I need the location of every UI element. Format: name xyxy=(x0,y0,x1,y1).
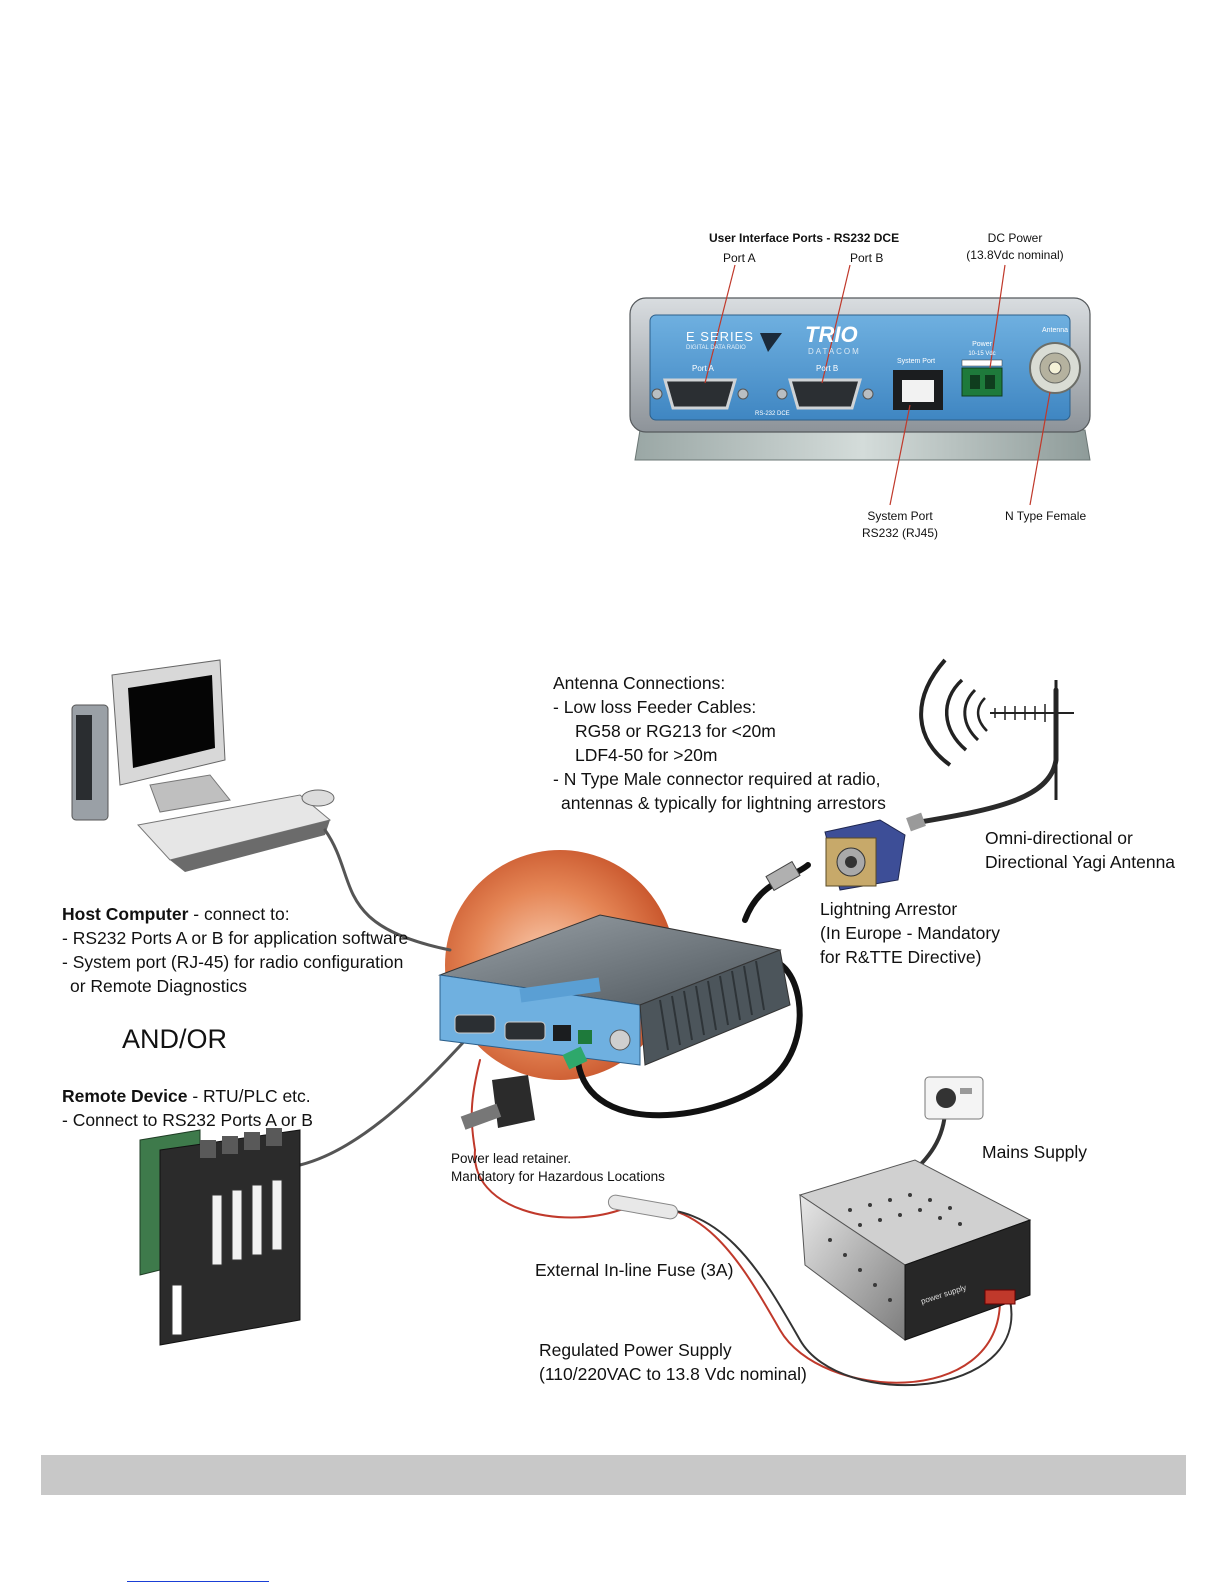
host-suffix: - connect to: xyxy=(188,904,290,924)
power-connector xyxy=(961,367,1003,397)
remote-heading: Remote Device - RTU/PLC etc. xyxy=(62,1084,311,1108)
db9-port-b xyxy=(776,378,874,410)
panel-antenna: Antenna xyxy=(1041,327,1069,334)
system-port-sub: RS232 (RJ45) xyxy=(861,526,939,540)
inline-fuse-icon xyxy=(607,1194,679,1220)
antenna-line3: LDF4-50 for >20m xyxy=(575,745,718,765)
host-line1: - RS232 Ports A or B for application sof… xyxy=(62,928,409,948)
n-type-connector xyxy=(1029,342,1081,394)
retainer-line2: Mandatory for Hazardous Locations xyxy=(451,1169,665,1184)
panel-rs232: RS-232 DCE xyxy=(755,411,790,417)
host-heading: Host Computer - connect to: xyxy=(62,902,290,926)
port-b-label: Port B xyxy=(850,251,884,265)
arrestor-line3: for R&TTE Directive) xyxy=(820,947,982,967)
remote-suffix: - RTU/PLC etc. xyxy=(187,1086,311,1106)
ui-ports-title: User Interface Ports - RS232 DCE xyxy=(709,231,900,245)
antenna-title: Antenna Connections: xyxy=(553,673,726,693)
radio-rear-panel xyxy=(629,297,1091,461)
antenna-line1: - Low loss Feeder Cables: xyxy=(553,697,757,717)
panel-port-a: Port A xyxy=(692,364,714,373)
dc-power-sub: (13.8Vdc nominal) xyxy=(966,248,1064,262)
radio-unit xyxy=(438,914,791,1066)
trio-logo-icon xyxy=(760,333,782,352)
panel-power-range: 10-15 Vdc xyxy=(968,351,996,357)
host-title: Host Computer xyxy=(62,904,189,924)
lightning-arrestor xyxy=(765,812,926,892)
yagi-antenna-icon xyxy=(919,658,1074,800)
remote-title: Remote Device xyxy=(62,1086,188,1106)
arrestor-line1: Lightning Arrestor xyxy=(820,899,958,919)
panel-port-b: Port B xyxy=(816,364,839,373)
dc-power-label: DC Power xyxy=(987,231,1043,245)
fuse-label: External In-line Fuse (3A) xyxy=(535,1260,734,1280)
retainer-line1: Power lead retainer. xyxy=(451,1151,572,1166)
and-or-label: AND/OR xyxy=(122,1024,228,1054)
db9-port-a xyxy=(651,378,749,410)
antenna-line2: RG58 or RG213 for <20m xyxy=(575,721,776,741)
arrestor-line2: (In Europe - Mandatory xyxy=(820,923,1000,943)
antenna-line4: - N Type Male connector required at radi… xyxy=(553,769,881,789)
footer-band xyxy=(41,1455,1186,1495)
panel-power: Power xyxy=(972,341,992,348)
rear-pointer-lines xyxy=(704,264,1051,506)
mains-socket-icon xyxy=(924,1076,984,1120)
psu-line1: Regulated Power Supply xyxy=(539,1340,732,1360)
host-line3: or Remote Diagnostics xyxy=(70,976,248,996)
host-line2: - System port (RJ-45) for radio configur… xyxy=(62,952,404,972)
power-lead-retainer xyxy=(460,1046,588,1130)
psu-line2: (110/220VAC to 13.8 Vdc nominal) xyxy=(539,1364,807,1384)
remote-line1: - Connect to RS232 Ports A or B xyxy=(62,1110,313,1130)
mains-label: Mains Supply xyxy=(982,1142,1088,1162)
panel-brand: TRIO xyxy=(805,322,858,347)
panel-series: E SERIES xyxy=(686,329,754,344)
panel-system-port: System Port xyxy=(897,358,936,365)
system-port-label: System Port xyxy=(867,509,933,523)
port-a-label: Port A xyxy=(723,251,756,265)
panel-series-sub: DIGITAL DATA RADIO xyxy=(686,345,746,351)
footer-link-underline[interactable] xyxy=(127,1581,269,1582)
omni-line2: Directional Yagi Antenna xyxy=(985,852,1176,872)
antenna-line5: antennas & typically for lightning arres… xyxy=(561,793,886,813)
rtu-plc-icon xyxy=(139,1128,301,1346)
power-supply-icon xyxy=(798,1159,1032,1341)
host-computer-icon xyxy=(71,659,335,872)
n-type-label: N Type Female xyxy=(1005,509,1087,523)
panel-brand-sub: DATACOM xyxy=(808,347,861,356)
omni-line1: Omni-directional or xyxy=(985,828,1133,848)
